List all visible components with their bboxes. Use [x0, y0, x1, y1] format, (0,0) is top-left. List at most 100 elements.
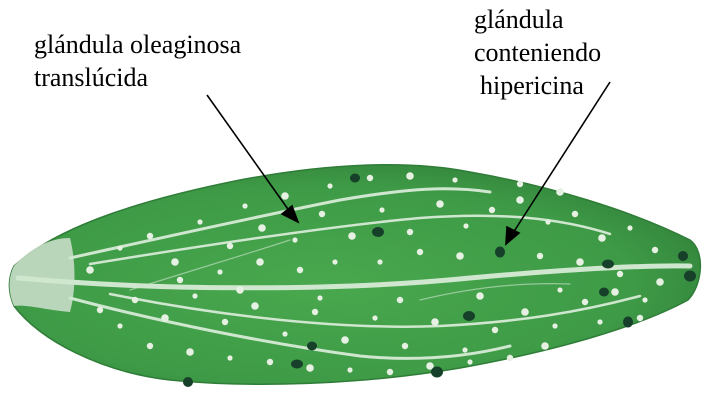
- translucent-gland-dot: [637, 315, 643, 321]
- translucent-gland-dot: [402, 343, 408, 349]
- translucent-gland-dot: [436, 200, 444, 208]
- translucent-gland-dot: [417, 249, 423, 255]
- translucent-gland-dot: [256, 258, 264, 266]
- translucent-gland-dot: [545, 219, 550, 224]
- translucent-gland-dot: [521, 308, 529, 316]
- hypericin-gland-dot: [684, 271, 696, 282]
- translucent-gland-dot: [242, 203, 247, 208]
- translucent-gland-dot: [463, 223, 468, 228]
- translucent-gland-dot: [297, 267, 303, 273]
- translucent-gland-dot: [186, 348, 194, 356]
- translucent-gland-dot: [161, 314, 169, 322]
- translucent-gland-dot: [379, 207, 384, 212]
- translucent-gland-dot: [267, 359, 273, 365]
- hypericin-gland-dot: [678, 251, 688, 261]
- translucent-gland-dot: [611, 288, 619, 296]
- translucent-gland-dot: [541, 342, 549, 350]
- translucent-gland-dot: [117, 245, 122, 250]
- leaf-base-pale: [10, 238, 75, 312]
- hypericin-gland-dot: [372, 227, 384, 237]
- hypericin-gland-dot: [602, 260, 614, 269]
- translucent-gland-dot: [572, 211, 578, 217]
- translucent-gland-dot: [236, 286, 244, 294]
- translucent-gland-dot: [192, 293, 197, 298]
- translucent-gland-dot: [516, 196, 524, 204]
- translucent-gland-dot: [431, 318, 439, 326]
- translucent-gland-dot: [117, 323, 122, 328]
- translucent-gland-dot: [406, 172, 414, 180]
- translucent-gland-dot: [258, 224, 266, 232]
- translucent-gland-dot: [552, 323, 557, 328]
- oil-gland-label-line-2: translúcida: [34, 61, 241, 94]
- translucent-gland-dot: [332, 259, 337, 264]
- translucent-gland-dot: [397, 297, 403, 303]
- translucent-gland-dot: [86, 266, 94, 274]
- translucent-gland-dot: [217, 269, 222, 274]
- translucent-gland-dot: [306, 364, 314, 372]
- translucent-gland-dot: [537, 253, 543, 259]
- hypericin-gland-dot: [599, 288, 609, 297]
- hypericin-gland-dot: [307, 342, 317, 351]
- translucent-gland-dot: [327, 183, 332, 188]
- translucent-gland-dot: [171, 258, 179, 266]
- translucent-gland-dot: [347, 367, 352, 372]
- hypericin-gland-label-line-1: glándula: [474, 3, 601, 36]
- hypericin-gland-dot: [495, 247, 505, 258]
- hypericin-gland-dot: [431, 367, 443, 378]
- translucent-gland-dot: [312, 309, 318, 315]
- translucent-gland-dot: [452, 177, 457, 182]
- translucent-gland-dot: [656, 278, 664, 286]
- translucent-gland-dot: [251, 302, 259, 310]
- translucent-gland-dot: [642, 297, 647, 302]
- translucent-gland-dot: [367, 175, 373, 181]
- translucent-gland-dot: [319, 211, 325, 217]
- translucent-gland-dot: [627, 225, 632, 230]
- oil-gland-label: glándula oleaginosa translúcida: [34, 28, 241, 94]
- hypericin-gland-label-line-2: conteniendo: [474, 36, 601, 69]
- translucent-gland-dot: [372, 315, 377, 320]
- hypericin-gland-dot: [291, 360, 303, 369]
- translucent-gland-dot: [507, 355, 513, 361]
- translucent-gland-dot: [557, 287, 562, 292]
- translucent-gland-dot: [467, 359, 472, 364]
- translucent-gland-dot: [377, 259, 382, 264]
- translucent-gland-dot: [292, 237, 297, 242]
- hypericin-gland-dot: [463, 311, 475, 321]
- translucent-gland-dot: [582, 299, 588, 305]
- translucent-gland-dot: [597, 319, 602, 324]
- translucent-gland-dot: [407, 229, 413, 235]
- translucent-gland-dot: [132, 297, 138, 303]
- translucent-gland-dot: [617, 271, 623, 277]
- hypericin-gland-dot: [183, 377, 193, 387]
- oil-gland-label-line-1: glándula oleaginosa: [34, 28, 241, 61]
- translucent-gland-dot: [177, 277, 183, 283]
- translucent-gland-dot: [281, 192, 289, 200]
- translucent-gland-dot: [456, 252, 464, 260]
- hypericin-gland-dot: [350, 174, 360, 183]
- translucent-gland-dot: [147, 343, 153, 349]
- translucent-gland-dot: [517, 181, 523, 187]
- translucent-gland-dot: [462, 347, 467, 352]
- translucent-gland-dot: [317, 295, 322, 300]
- translucent-gland-dot: [652, 247, 658, 253]
- translucent-gland-dot: [556, 188, 564, 196]
- translucent-gland-dot: [387, 369, 393, 375]
- translucent-gland-dot: [492, 327, 498, 333]
- hypericin-gland-label: glándula conteniendo hipericina: [474, 3, 601, 102]
- translucent-gland-dot: [147, 233, 153, 239]
- translucent-gland-dot: [348, 232, 356, 240]
- translucent-gland-dot: [341, 336, 349, 344]
- translucent-gland-dot: [227, 243, 233, 249]
- hypericin-gland-dot: [623, 317, 633, 328]
- translucent-gland-dot: [576, 258, 584, 266]
- translucent-gland-dot: [227, 355, 232, 360]
- translucent-gland-dot: [97, 307, 103, 313]
- translucent-gland-dot: [489, 207, 495, 213]
- translucent-gland-dot: [222, 319, 228, 325]
- translucent-gland-dot: [282, 331, 287, 336]
- hypericin-gland-label-line-3: hipericina: [474, 69, 601, 102]
- translucent-gland-dot: [598, 234, 606, 242]
- translucent-gland-dot: [197, 219, 202, 224]
- translucent-gland-dot: [476, 292, 484, 300]
